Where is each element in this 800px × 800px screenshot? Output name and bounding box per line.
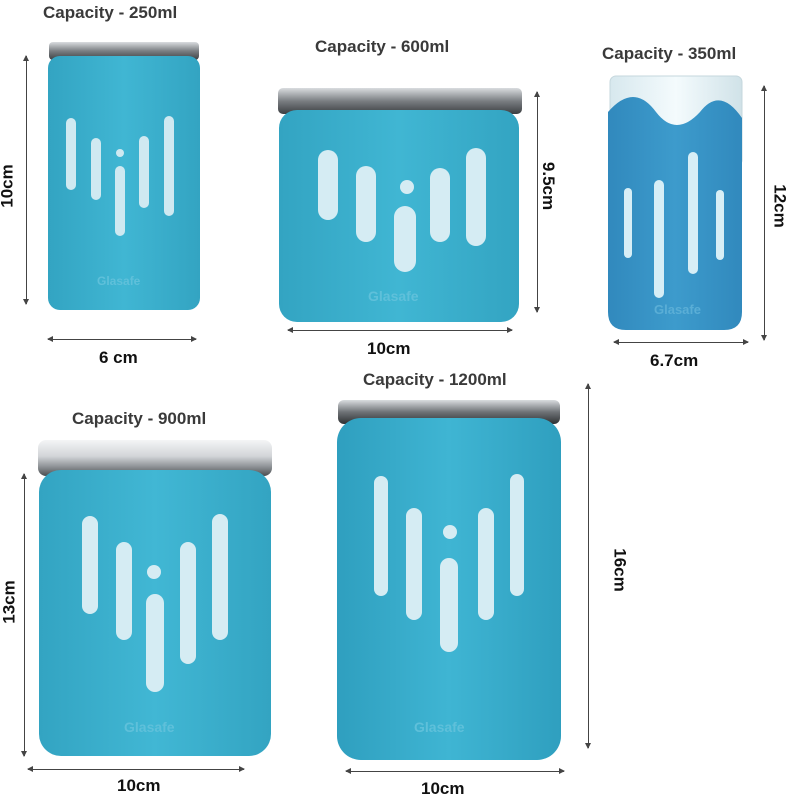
brand-logo: Glasafe (654, 302, 701, 317)
width-label-350ml: 6.7cm (650, 351, 699, 370)
lid (38, 440, 272, 476)
height-label-350ml: 12cm (770, 184, 790, 228)
width-label-600ml: 10cm (367, 339, 411, 358)
height-arrow-900ml (21, 473, 27, 757)
width-arrow-350ml (613, 339, 749, 345)
jar-900ml: Glasafe (38, 440, 272, 756)
brand-logo: Glasafe (97, 274, 141, 288)
jar-600ml: Glasafe (278, 88, 522, 322)
height-arrow-1200ml (585, 383, 591, 749)
capacity-label-900ml: Capacity - 900ml (72, 409, 207, 428)
brand-logo: Glasafe (414, 719, 465, 735)
jar-350ml: Glasafe (608, 75, 743, 330)
sleeve-cutouts (82, 514, 228, 692)
height-label-250ml: 10cm (0, 164, 17, 208)
jar-250ml: Glasafe (48, 42, 200, 310)
height-label-600ml: 9.5cm (539, 161, 559, 211)
width-label-900ml: 10cm (117, 776, 161, 795)
capacity-label-600ml: Capacity - 600ml (315, 37, 450, 56)
lid (278, 88, 522, 114)
width-arrow-1200ml (345, 768, 565, 774)
sleeve-cutouts (374, 474, 524, 652)
width-label-1200ml: 10cm (421, 779, 465, 798)
height-arrow-600ml (534, 91, 540, 313)
width-arrow-600ml (287, 327, 513, 333)
width-arrow-250ml (47, 336, 197, 342)
height-label-900ml: 13cm (0, 580, 19, 624)
brand-logo: Glasafe (368, 288, 419, 304)
height-arrow-250ml (23, 55, 29, 305)
width-arrow-900ml (27, 766, 245, 772)
height-arrow-350ml (761, 85, 767, 341)
lid (49, 42, 199, 60)
brand-logo: Glasafe (124, 719, 175, 735)
capacity-label-250ml: Capacity - 250ml (43, 3, 178, 22)
sleeve-cutouts (624, 152, 724, 298)
sleeve-cutouts (318, 148, 486, 272)
width-label-250ml: 6 cm (99, 348, 138, 367)
capacity-label-350ml: Capacity - 350ml (602, 44, 737, 63)
sleeve-cutouts (66, 116, 174, 236)
capacity-label-1200ml: Capacity - 1200ml (363, 370, 507, 389)
sleeve (608, 97, 742, 330)
jar-1200ml: Glasafe (337, 400, 561, 760)
height-label-1200ml: 16cm (610, 548, 630, 592)
